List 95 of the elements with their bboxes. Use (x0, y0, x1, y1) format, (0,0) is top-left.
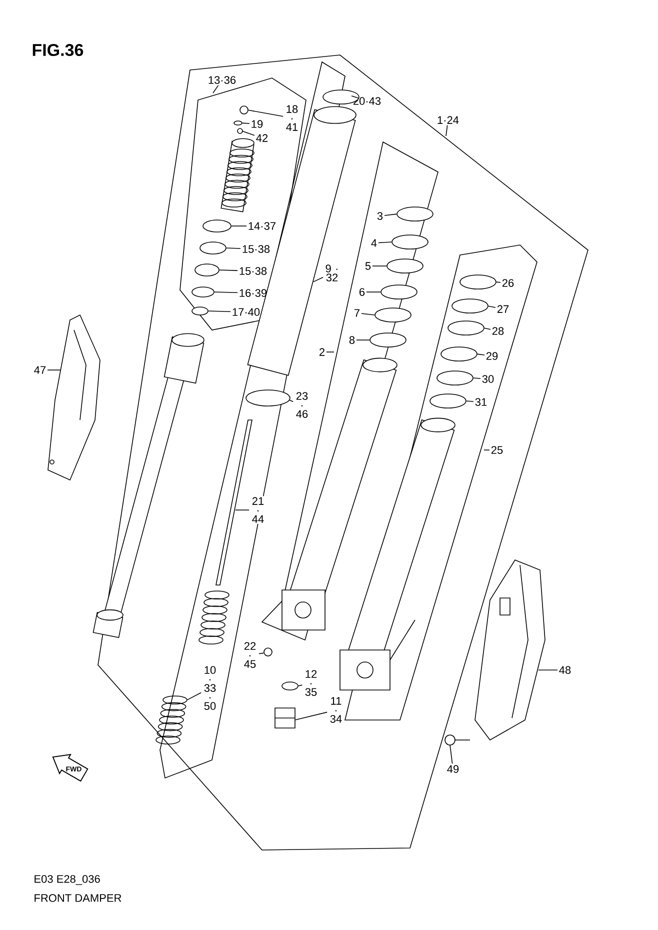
leader-line (208, 310, 231, 312)
callout-number: 10 · 33 · 50 (202, 665, 218, 711)
seal-ring (370, 332, 406, 348)
spring (198, 590, 230, 644)
callout-number: 28 (490, 326, 506, 336)
fork-guard (474, 560, 546, 741)
callout-number: 47 (32, 365, 48, 375)
callout-number: 23 · 46 (294, 391, 310, 419)
seal-ring (460, 274, 496, 290)
leader-line (473, 378, 481, 379)
seal-ring (194, 264, 220, 276)
seal-ring (430, 394, 466, 408)
drain-plug (274, 708, 296, 728)
callout-number: 6 (358, 287, 366, 297)
callout-number: 18 · 41 (284, 104, 300, 132)
figure-title: FIG.36 (32, 44, 84, 56)
leader-line (450, 745, 453, 764)
drawing-code: E03 E28_036 (34, 875, 100, 885)
leader-line (477, 354, 485, 356)
bolt (444, 734, 470, 746)
callout-number: 48 (558, 665, 572, 675)
leader-line (258, 652, 264, 654)
callout-number: 7 (352, 308, 362, 318)
leader-line (496, 282, 501, 283)
callout-number: 3 (376, 211, 384, 221)
washer (282, 682, 298, 690)
callout-number: 13·36 (206, 75, 238, 85)
outer-tube (282, 358, 398, 630)
damper-cartridge (220, 138, 254, 212)
seal-ring (192, 306, 208, 316)
screw (240, 106, 248, 114)
callout-number: 27 (496, 304, 510, 314)
callout-number: 49 (446, 764, 460, 774)
leader-line (242, 130, 255, 136)
callout-number: 30 (480, 374, 496, 384)
callout-number: 15·38 (238, 266, 268, 276)
spring (156, 696, 188, 744)
leader-line (378, 242, 392, 244)
callout-number: 2 (318, 347, 326, 357)
callout-number: 17·40 (230, 307, 262, 317)
seal-ring (452, 298, 488, 314)
bolt (264, 648, 272, 656)
leader-line (484, 328, 491, 330)
seal-ring (440, 346, 478, 362)
seal-ring (448, 320, 484, 336)
leader-line (295, 712, 328, 720)
leader-line (289, 400, 294, 402)
callout-number: 4 (370, 238, 378, 248)
leader-line (248, 110, 284, 117)
leader-line (212, 84, 219, 94)
seal-ring (396, 206, 434, 222)
callout-number: 9 · 32 (324, 264, 340, 282)
seal-ring (436, 370, 474, 386)
o-ring (237, 128, 243, 134)
callout-number: 5 (364, 261, 372, 271)
callout-number: 1·24 (436, 115, 460, 125)
callout-number: 19 (250, 119, 264, 129)
callout-number: 31 (474, 397, 488, 407)
callout-number: 29 (484, 351, 500, 361)
leader-line (187, 692, 202, 700)
callout-number: 12 · 35 (302, 669, 320, 697)
callout-number: 42 (254, 133, 270, 143)
callout-number: 14·37 (246, 221, 278, 231)
piston-rod (92, 333, 204, 638)
leader-line (466, 400, 474, 402)
caption: FRONT DAMPER (34, 894, 122, 902)
seal-ring (192, 286, 214, 298)
leader-line (384, 214, 397, 216)
leader-line (446, 124, 448, 136)
seal-ring (202, 220, 232, 232)
leader-line (361, 313, 375, 316)
callout-number: 15·38 (240, 244, 272, 254)
leader-line (313, 276, 324, 282)
callout-number: 11 · 34 (328, 696, 344, 724)
leader-line (219, 270, 238, 271)
seal-ring (374, 308, 412, 322)
seal-ring (392, 234, 428, 250)
leader-line (488, 306, 496, 308)
leader-line (351, 95, 359, 99)
outer-tube (340, 418, 456, 690)
leader-line (226, 248, 241, 249)
seal-ring (380, 284, 418, 300)
leader-line (214, 292, 238, 294)
callout-number: 26 (500, 278, 516, 288)
callout-number: 21 · 44 (250, 496, 266, 524)
leader-line (298, 684, 302, 686)
leader-line (242, 122, 250, 124)
seal-ring (200, 242, 226, 254)
washer (234, 120, 242, 126)
callout-number: 8 (348, 335, 356, 345)
callout-number: 25 (490, 445, 504, 455)
o-ring (246, 390, 290, 406)
callout-number: 16·39 (238, 288, 268, 298)
seal-ring (386, 258, 424, 274)
callout-number: 22 · 45 (242, 641, 258, 669)
